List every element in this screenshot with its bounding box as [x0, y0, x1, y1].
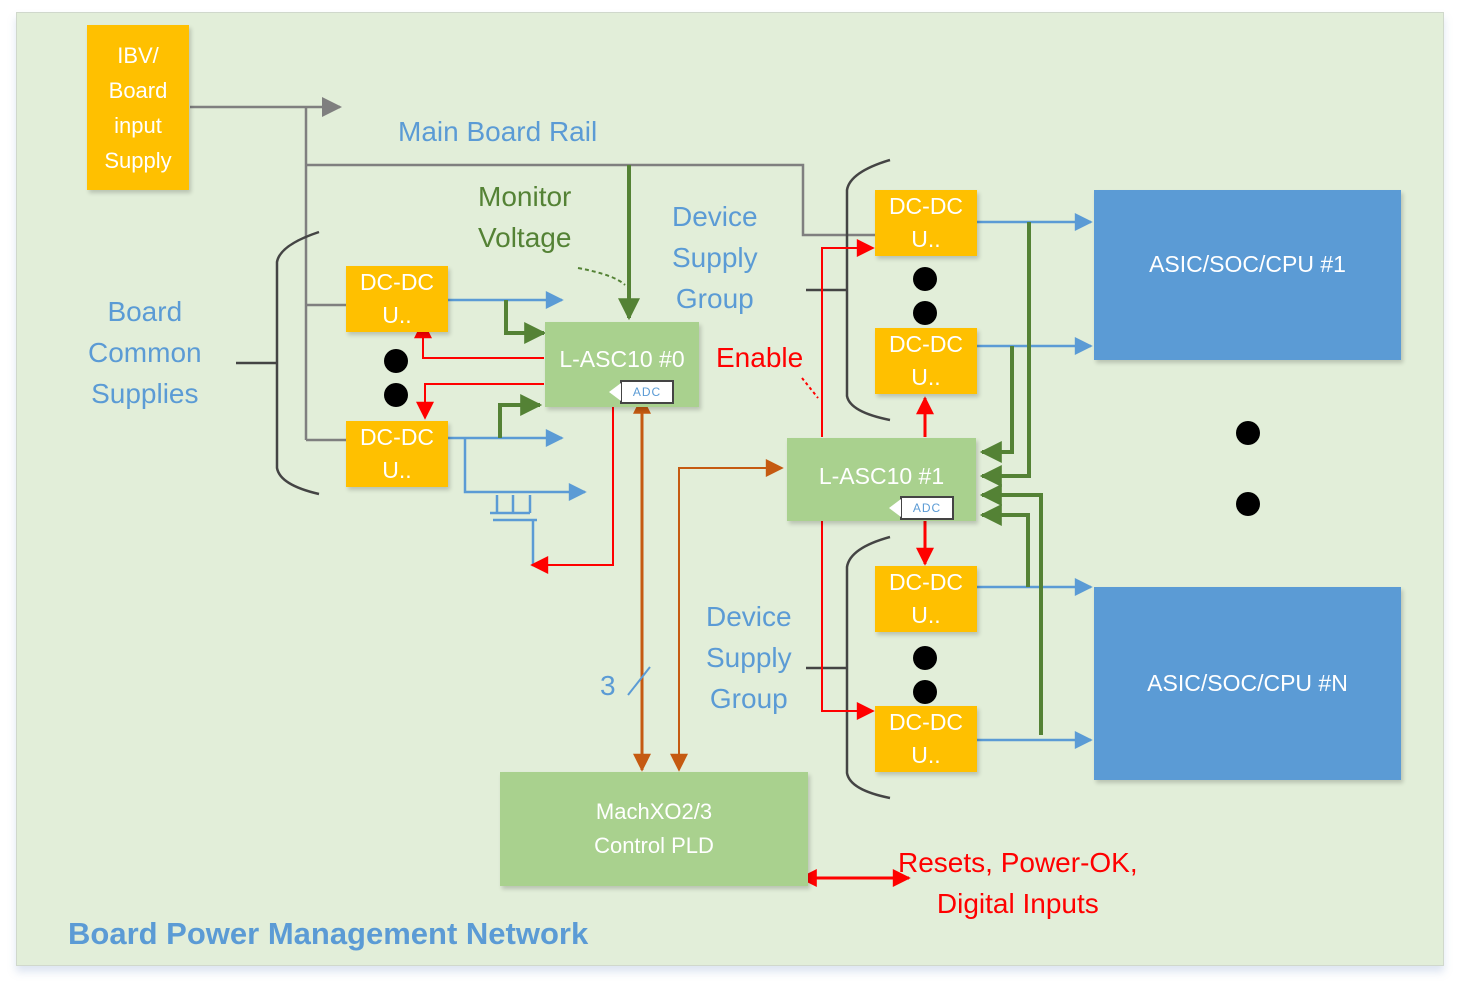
ellipsis-dot: [913, 301, 937, 325]
dcdc-unit-device1-1: DC-DC U..: [875, 190, 977, 256]
ellipsis-dot: [913, 267, 937, 291]
dcdc-unit-deviceN-1: DC-DC U..: [875, 566, 977, 632]
dcdc-unit-common-2: DC-DC U..: [346, 421, 448, 487]
adc-tag-0: ADC: [609, 380, 674, 404]
device-supply-group-label-bottom: Device Supply Group: [706, 601, 792, 714]
bus-width-label: 3: [600, 670, 616, 701]
power-outputs: [448, 213, 1093, 749]
brace-board-common: [236, 230, 320, 496]
ellipsis-dot: [1236, 421, 1260, 445]
brace-device-group-n: [806, 535, 891, 800]
dcdc-unit-device1-2: DC-DC U..: [875, 328, 977, 394]
monitor-voltage-label: Monitor Voltage: [478, 181, 572, 253]
input-supply-box: IBV/ Board input Supply: [87, 25, 189, 190]
monitor-lines: [498, 165, 1043, 735]
dcdc-unit-deviceN-2: DC-DC U..: [875, 706, 977, 772]
adc-tag-1: ADC: [889, 496, 954, 520]
monitor-pointer: [577, 267, 626, 286]
input-supply-line: Board: [108, 77, 168, 103]
main-board-rail: [190, 97, 875, 442]
enable-lines: [414, 239, 934, 887]
diagram-title: Board Power Management Network: [68, 916, 589, 951]
brace-device-group-1: [806, 158, 891, 422]
control-pld: MachXO2/3 Control PLD: [500, 772, 808, 886]
device-supply-group-label-top: Device Supply Group: [672, 201, 758, 314]
device-cpu-n: ASIC/SOC/CPU #N: [1094, 587, 1401, 780]
ellipsis-dot: [1236, 492, 1260, 516]
pld-bus: [633, 395, 784, 772]
ellipsis-dot: [913, 646, 937, 670]
enable-pointer: [801, 377, 819, 399]
input-supply-line: Supply: [104, 147, 172, 173]
ellipsis-dot: [384, 383, 408, 407]
resets-label: Resets, Power-OK, Digital Inputs: [898, 847, 1138, 919]
enable-label: Enable: [716, 342, 804, 373]
ellipsis-dot: [913, 680, 937, 704]
board-common-supplies-label: Board Common Supplies: [88, 296, 202, 409]
ellipsis-dot: [384, 349, 408, 373]
input-supply-line: IBV/: [117, 42, 159, 68]
device-cpu-1: ASIC/SOC/CPU #1: [1094, 190, 1401, 360]
bus-slash: [627, 666, 651, 696]
main-board-rail-label: Main Board Rail: [398, 116, 598, 147]
input-supply-line: input: [114, 112, 162, 138]
dcdc-unit-common-1: DC-DC U..: [346, 266, 448, 332]
